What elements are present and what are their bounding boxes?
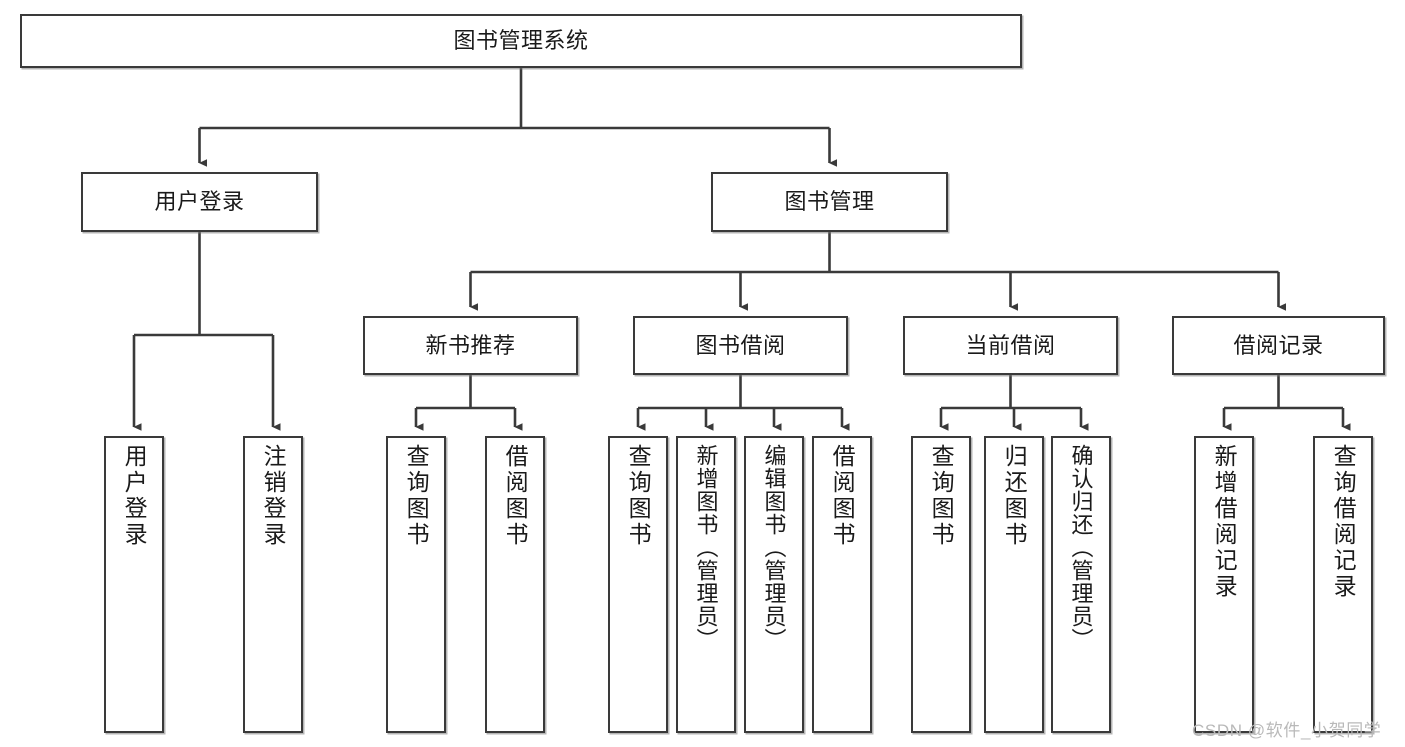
leaf-add-borrow-record[interactable]: 新增借阅记录 <box>1194 436 1254 733</box>
node-label: 新增借阅记录 <box>1211 444 1238 600</box>
node-borrow-record[interactable]: 借阅记录 <box>1172 316 1385 375</box>
node-label: 用户登录 <box>154 189 245 215</box>
node-label: 当前借阅 <box>965 332 1056 358</box>
leaf-confirm-return[interactable]: 确认归还（管理员） <box>1051 436 1111 733</box>
node-label: 注销登录 <box>260 444 287 548</box>
leaf-return-book[interactable]: 归还图书 <box>984 436 1044 733</box>
node-book-borrow[interactable]: 图书借阅 <box>633 316 848 375</box>
node-label: 借阅图书 <box>502 444 529 548</box>
node-label: 查询图书 <box>625 444 652 548</box>
leaf-borrow-book-1[interactable]: 借阅图书 <box>485 436 545 733</box>
leaf-borrow-book-2[interactable]: 借阅图书 <box>812 436 872 733</box>
leaf-query-book-1[interactable]: 查询图书 <box>386 436 446 733</box>
leaf-query-book-3[interactable]: 查询图书 <box>911 436 971 733</box>
node-label: 图书管理 <box>784 189 875 215</box>
node-label: 借阅记录 <box>1233 332 1324 358</box>
node-root[interactable]: 图书管理系统 <box>20 14 1022 68</box>
node-book-manage[interactable]: 图书管理 <box>711 172 948 232</box>
node-label: 查询借阅记录 <box>1330 444 1357 600</box>
csdn-watermark: CSDN @软件_小贺同学 <box>1192 721 1382 740</box>
leaf-query-book-2[interactable]: 查询图书 <box>608 436 668 733</box>
node-label: 借阅图书 <box>829 444 856 548</box>
leaf-user-login[interactable]: 用户登录 <box>104 436 164 733</box>
node-label: 编辑图书（管理员） <box>761 444 787 651</box>
node-label: 新增图书（管理员） <box>693 444 719 651</box>
leaf-edit-book[interactable]: 编辑图书（管理员） <box>744 436 804 733</box>
node-label: 归还图书 <box>1001 444 1028 548</box>
node-current-borrow[interactable]: 当前借阅 <box>903 316 1118 375</box>
node-label: 查询图书 <box>928 444 955 548</box>
node-label: 新书推荐 <box>425 332 516 358</box>
leaf-logout[interactable]: 注销登录 <box>243 436 303 733</box>
node-label: 查询图书 <box>403 444 430 548</box>
node-label: 图书管理系统 <box>453 28 589 54</box>
node-user-login[interactable]: 用户登录 <box>81 172 318 232</box>
node-label: 确认归还（管理员） <box>1068 444 1094 651</box>
node-new-book-recommend[interactable]: 新书推荐 <box>363 316 578 375</box>
node-label: 用户登录 <box>121 444 148 548</box>
node-label: 图书借阅 <box>695 332 786 358</box>
leaf-add-book[interactable]: 新增图书（管理员） <box>676 436 736 733</box>
leaf-query-borrow-record[interactable]: 查询借阅记录 <box>1313 436 1373 733</box>
